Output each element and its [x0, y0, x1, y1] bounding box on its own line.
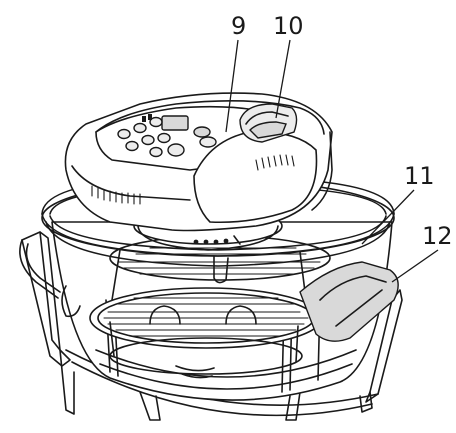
control-dial [167, 143, 185, 157]
control-button [125, 140, 139, 152]
callout-number-11: 11 [404, 162, 435, 190]
control-button [141, 134, 155, 146]
control-button [199, 136, 217, 148]
leader-line-10 [275, 39, 291, 119]
callout-number-10: 10 [273, 12, 304, 40]
logo-mark [148, 114, 152, 120]
control-button [193, 126, 211, 138]
callout-number-9: 9 [231, 12, 246, 40]
callout-leaders [225, 39, 439, 283]
lower-rack [89, 287, 323, 379]
control-button [149, 146, 163, 158]
indicator-dot [223, 238, 229, 244]
leader-line-9 [225, 39, 239, 133]
logo-mark [142, 116, 146, 122]
indicator-dot [193, 239, 199, 245]
leader-line-12 [391, 249, 439, 283]
callout-labels: 9 10 11 12 [231, 12, 453, 250]
control-button [117, 128, 131, 140]
control-button [133, 122, 147, 134]
indicator-dot [213, 239, 219, 245]
vent-slots-right [255, 154, 295, 171]
indicator-dot [203, 239, 209, 245]
stand-frame [19, 231, 403, 421]
stand-handle [299, 261, 399, 342]
lid-handle [239, 103, 298, 143]
callout-number-12: 12 [422, 222, 453, 250]
digital-display [161, 115, 189, 131]
control-button [149, 116, 163, 128]
control-button [157, 132, 171, 144]
leader-line-11 [361, 189, 415, 245]
